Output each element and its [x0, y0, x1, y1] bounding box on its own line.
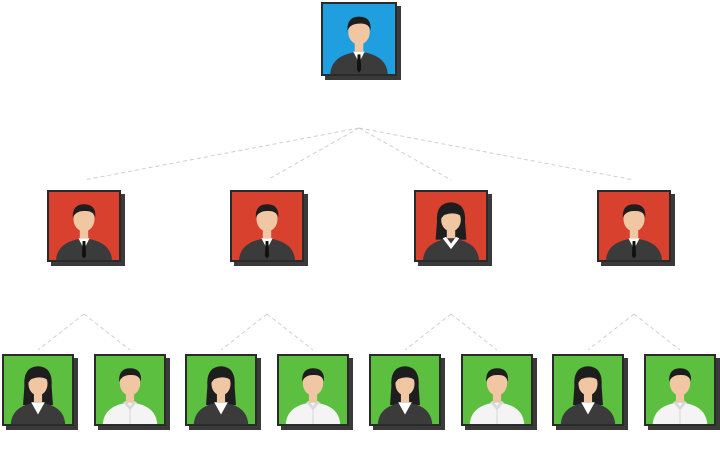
ceo-avatar — [321, 2, 397, 76]
female-icon — [371, 356, 439, 424]
connector-ceo-to-manager — [266, 127, 360, 181]
connector-manager-to-staff — [587, 313, 635, 351]
connector-manager-to-staff — [266, 313, 314, 351]
staff-4-1-avatar — [552, 354, 624, 426]
male-shirt-icon — [96, 356, 164, 424]
staff-4-2-avatar — [644, 354, 716, 426]
connector-manager-to-staff — [83, 313, 131, 351]
connector-ceo-to-manager — [83, 127, 360, 181]
staff-2-2-avatar — [277, 354, 349, 426]
male-icon — [599, 192, 669, 260]
male-icon — [232, 192, 302, 260]
female-suit-icon — [416, 192, 486, 260]
connector-manager-to-staff — [37, 313, 85, 351]
male-shirt-icon — [463, 356, 531, 424]
staff-1-2-avatar — [94, 354, 166, 426]
staff-3-1-avatar — [369, 354, 441, 426]
connector-manager-to-staff — [633, 313, 681, 351]
connector-manager-to-staff — [220, 313, 268, 351]
female-icon — [4, 356, 72, 424]
connector-manager-to-staff — [404, 313, 452, 351]
staff-1-1-avatar — [2, 354, 74, 426]
male-shirt-icon — [646, 356, 714, 424]
staff-2-1-avatar — [185, 354, 257, 426]
male-icon — [323, 4, 395, 74]
male-shirt-icon — [279, 356, 347, 424]
connector-ceo-to-manager — [358, 127, 635, 181]
manager-3-avatar — [414, 190, 488, 262]
connector-ceo-to-manager — [358, 127, 452, 181]
female-icon — [187, 356, 255, 424]
female-icon — [554, 356, 622, 424]
staff-3-2-avatar — [461, 354, 533, 426]
manager-2-avatar — [230, 190, 304, 262]
manager-1-avatar — [47, 190, 121, 262]
connector-manager-to-staff — [450, 313, 498, 351]
manager-4-avatar — [597, 190, 671, 262]
male-icon — [49, 192, 119, 260]
